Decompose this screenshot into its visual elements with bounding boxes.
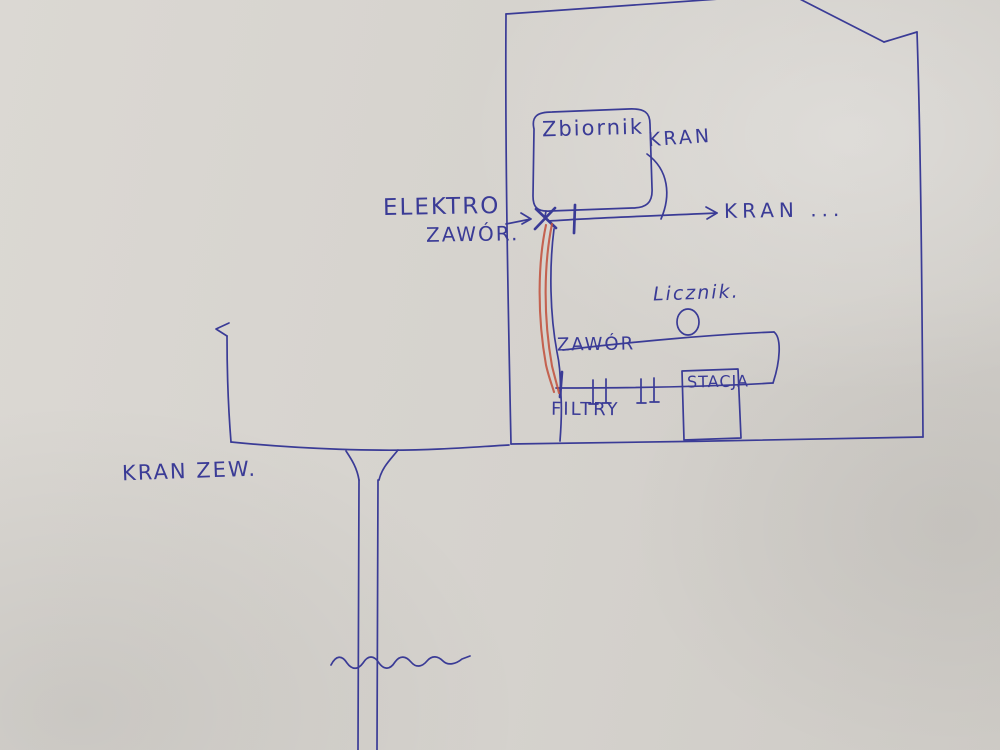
meter-loop-lower (555, 382, 774, 389)
kran-arrow-icon (705, 206, 718, 220)
fork-right (378, 449, 399, 481)
tank-box (532, 108, 653, 212)
meter-circle-icon (676, 308, 700, 336)
label-stacja: STACJA (686, 371, 750, 392)
valve-tick-top (572, 203, 577, 235)
meter-loop-bend (772, 331, 780, 384)
riser-flag-icon (215, 322, 230, 337)
house-roof-left (505, 0, 717, 15)
house-bottom-wall (510, 436, 924, 445)
house-roof-right (799, 0, 885, 43)
ground-squiggle (330, 655, 471, 670)
fork-left (345, 450, 360, 481)
well-pipe-left (357, 479, 360, 750)
label-kran-out: KRAN ... (723, 196, 845, 224)
pipe-to-kran (548, 212, 718, 222)
house-left-wall (504, 13, 512, 445)
main-vertical-pipe (550, 228, 563, 442)
tank-kran-curve (646, 153, 668, 220)
label-zawor: ZAWÓR (556, 333, 636, 356)
label-kran-tank: KRAN (647, 124, 713, 152)
label-elektro-zawor: ZAWÓR. (425, 221, 520, 247)
elektro-label-arrow-icon (505, 212, 532, 225)
meter-loop-upper (562, 331, 775, 351)
filter-symbol-1 (588, 378, 612, 405)
highlight-pipe-stroke-1 (538, 223, 556, 394)
well-pipe-right (376, 479, 379, 750)
highlight-pipe-stroke-2 (544, 222, 561, 395)
label-zbiornik: Zbiornik (541, 114, 645, 142)
label-licznik: Licznik. (652, 280, 740, 306)
label-elektro: ELEKTRO (382, 192, 501, 222)
station-box (681, 368, 742, 441)
label-filtry: FILTRY (550, 398, 620, 421)
filter-symbol-2 (636, 377, 660, 404)
label-kran-zew: KRAN ZEW. (121, 456, 258, 486)
outside-supply-line (230, 441, 510, 452)
house-right-wall (916, 31, 924, 438)
valve-tick-bottom (558, 370, 564, 399)
outside-riser (226, 335, 232, 443)
house-eave (883, 31, 918, 43)
